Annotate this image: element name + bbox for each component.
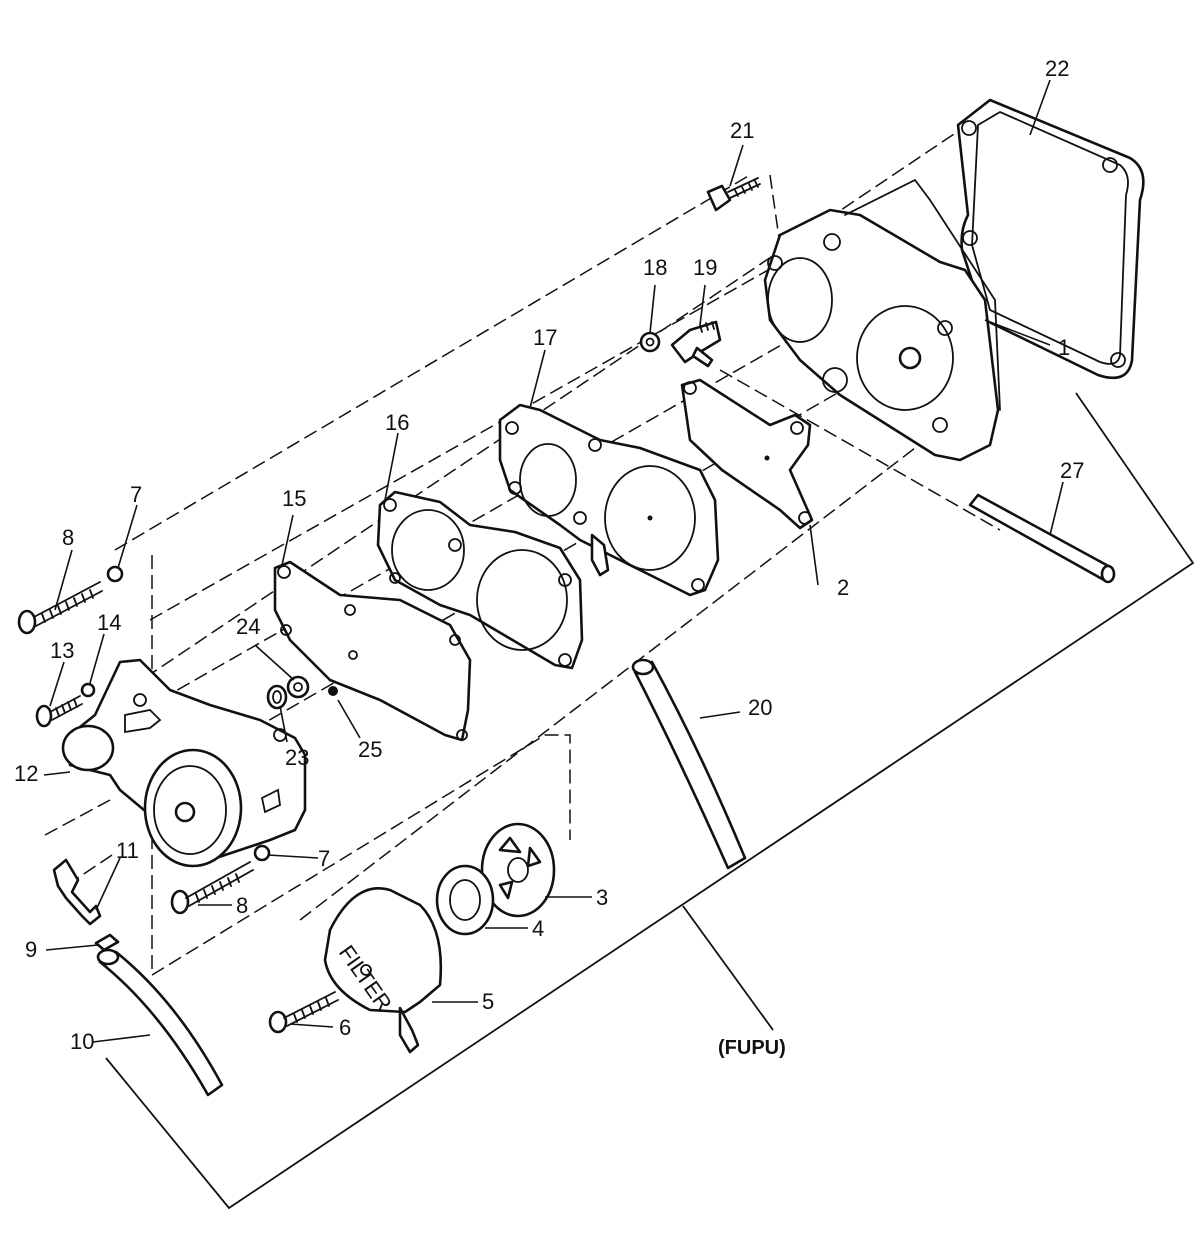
part-17-cover <box>498 403 720 597</box>
part-2-plate <box>680 378 814 530</box>
part-16-gasket <box>376 490 584 670</box>
callout-8-top: 8 <box>62 525 74 550</box>
callout-16: 16 <box>385 410 409 435</box>
callout-25: 25 <box>358 737 382 762</box>
part-27-rod <box>968 493 1116 584</box>
part-18-nut <box>639 331 661 353</box>
assembly-frame <box>105 392 1195 1210</box>
callout-14: 14 <box>97 610 121 635</box>
part-11-fitting <box>52 858 102 926</box>
callout-1: 1 <box>1058 335 1070 360</box>
callout-21: 21 <box>730 118 754 143</box>
callout-2: 2 <box>837 575 849 600</box>
callout-6: 6 <box>339 1015 351 1040</box>
part-7-washer-top <box>106 565 124 583</box>
group-label: (FUPU) <box>718 1037 786 1059</box>
part-9-clip <box>94 933 120 952</box>
callout-23: 23 <box>285 745 309 770</box>
callout-11: 11 <box>116 838 139 863</box>
part-22-gasket <box>956 98 1145 380</box>
part-3-screen <box>480 822 556 918</box>
callout-13: 13 <box>50 638 74 663</box>
callout-labels: 22 21 18 19 1 17 16 15 27 2 7 8 14 13 24… <box>14 56 1084 1059</box>
part-8-screw-top <box>17 581 103 635</box>
part-13-screw <box>35 695 83 728</box>
callout-4: 4 <box>532 916 544 941</box>
part-7-washer-bottom <box>253 844 271 862</box>
callout-7-top: 7 <box>130 482 142 507</box>
part-21-bolt <box>706 177 761 212</box>
callout-12: 12 <box>14 761 38 786</box>
callout-24: 24 <box>236 614 260 639</box>
part-1-pump-body <box>763 178 1001 462</box>
part-4-gasket <box>435 864 495 936</box>
callout-5: 5 <box>482 989 494 1014</box>
callout-8-bottom: 8 <box>236 893 248 918</box>
callout-19: 19 <box>693 255 717 280</box>
part-8-screw-bottom <box>170 861 254 915</box>
part-25-pin <box>328 686 338 696</box>
callout-3: 3 <box>596 885 608 910</box>
callout-15: 15 <box>282 486 306 511</box>
callout-27: 27 <box>1060 458 1084 483</box>
part-10-hose <box>96 948 224 1097</box>
part-20-hose <box>631 658 747 870</box>
callout-22: 22 <box>1045 56 1069 81</box>
callout-10: 10 <box>70 1029 94 1054</box>
callout-7-bottom: 7 <box>318 846 330 871</box>
part-14-washer <box>80 682 96 698</box>
callout-20: 20 <box>748 695 772 720</box>
part-6-screw <box>268 991 339 1034</box>
callout-18: 18 <box>643 255 667 280</box>
part-23-ring <box>266 684 288 710</box>
leader-lines <box>43 79 1064 1043</box>
part-15-diaphragm <box>273 560 472 742</box>
callout-17: 17 <box>533 325 557 350</box>
part-24-nut <box>286 675 310 699</box>
callout-9: 9 <box>25 937 37 962</box>
part-12-housing <box>61 658 307 868</box>
part-19-elbow-fitting <box>670 320 722 368</box>
